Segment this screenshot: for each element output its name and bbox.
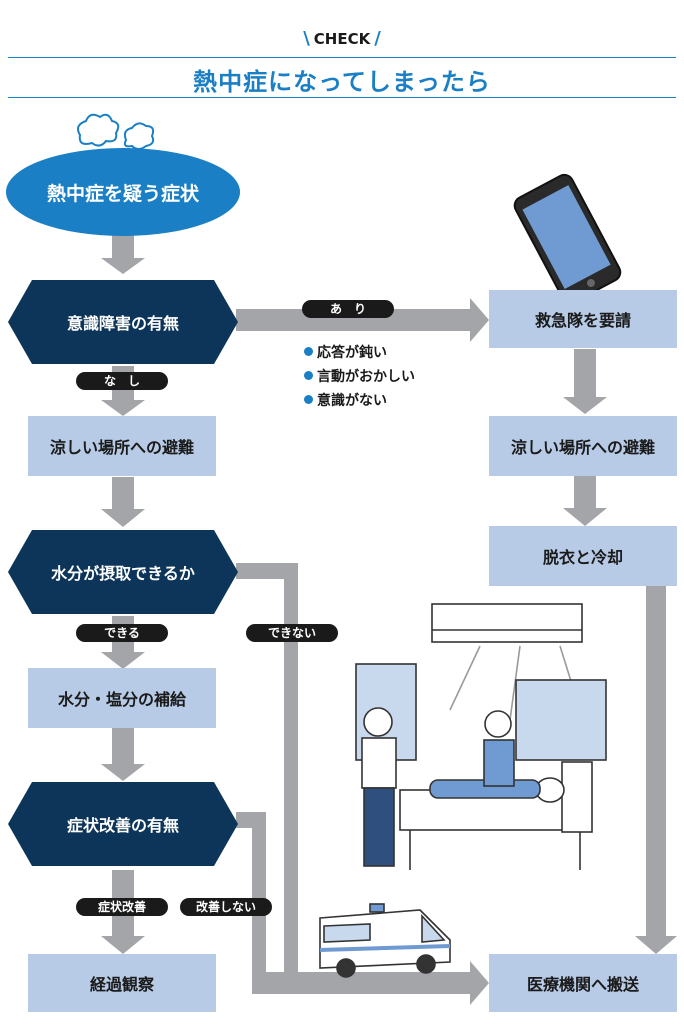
decision-water-shape (8, 530, 238, 614)
bullet-icon (304, 395, 313, 404)
improved-label: 症状改善 (76, 898, 168, 916)
start-oval (6, 148, 240, 236)
symptom-item: 言動がおかしい (304, 366, 415, 386)
hospital-box: 医療機関へ搬送 (489, 954, 677, 1012)
decision-improve: 症状改善の有無 (66, 816, 179, 835)
bullet-icon (304, 371, 313, 380)
check-label: CHECK (313, 30, 371, 48)
slash-left-icon: \ (303, 28, 310, 49)
yes-label: あ り (302, 300, 394, 318)
observe-box: 経過観察 (28, 954, 216, 1012)
can-label: できる (76, 624, 168, 642)
not-improved-label: 改善しない (180, 898, 272, 916)
slash-right-icon: / (374, 28, 381, 49)
start-label: 熱中症を疑う症状 (46, 182, 199, 205)
evacuate-box-right: 涼しい場所への避難 (489, 416, 677, 476)
page-title: 熱中症になってしまったら (193, 68, 491, 96)
cannot-label: できない (246, 624, 338, 642)
smartphone-icon (513, 173, 622, 304)
symptom-item: 意識がない (304, 390, 387, 410)
no-label: な し (76, 372, 168, 390)
undress-cool-box: 脱衣と冷却 (489, 526, 677, 586)
decision-improve-shape (8, 782, 238, 866)
decision-consciousness-shape (8, 280, 238, 364)
thought-cloud-icon (77, 113, 155, 161)
check-heading: \CHECK/ (0, 28, 684, 49)
care-scene-illustration (355, 603, 607, 870)
evacuate-box-left: 涼しい場所への避難 (28, 416, 216, 476)
decision-consciousness: 意識障害の有無 (66, 314, 179, 333)
supply-box: 水分・塩分の補給 (28, 668, 216, 728)
call-ambulance-box: 救急隊を要請 (489, 290, 677, 348)
symptom-item: 応答が鈍い (304, 342, 387, 362)
bullet-icon (304, 347, 313, 356)
decision-water: 水分が摂取できるか (51, 564, 195, 583)
header-rule-bottom (8, 97, 676, 98)
ambulance-icon (319, 903, 451, 978)
header-rule-top (8, 57, 676, 58)
